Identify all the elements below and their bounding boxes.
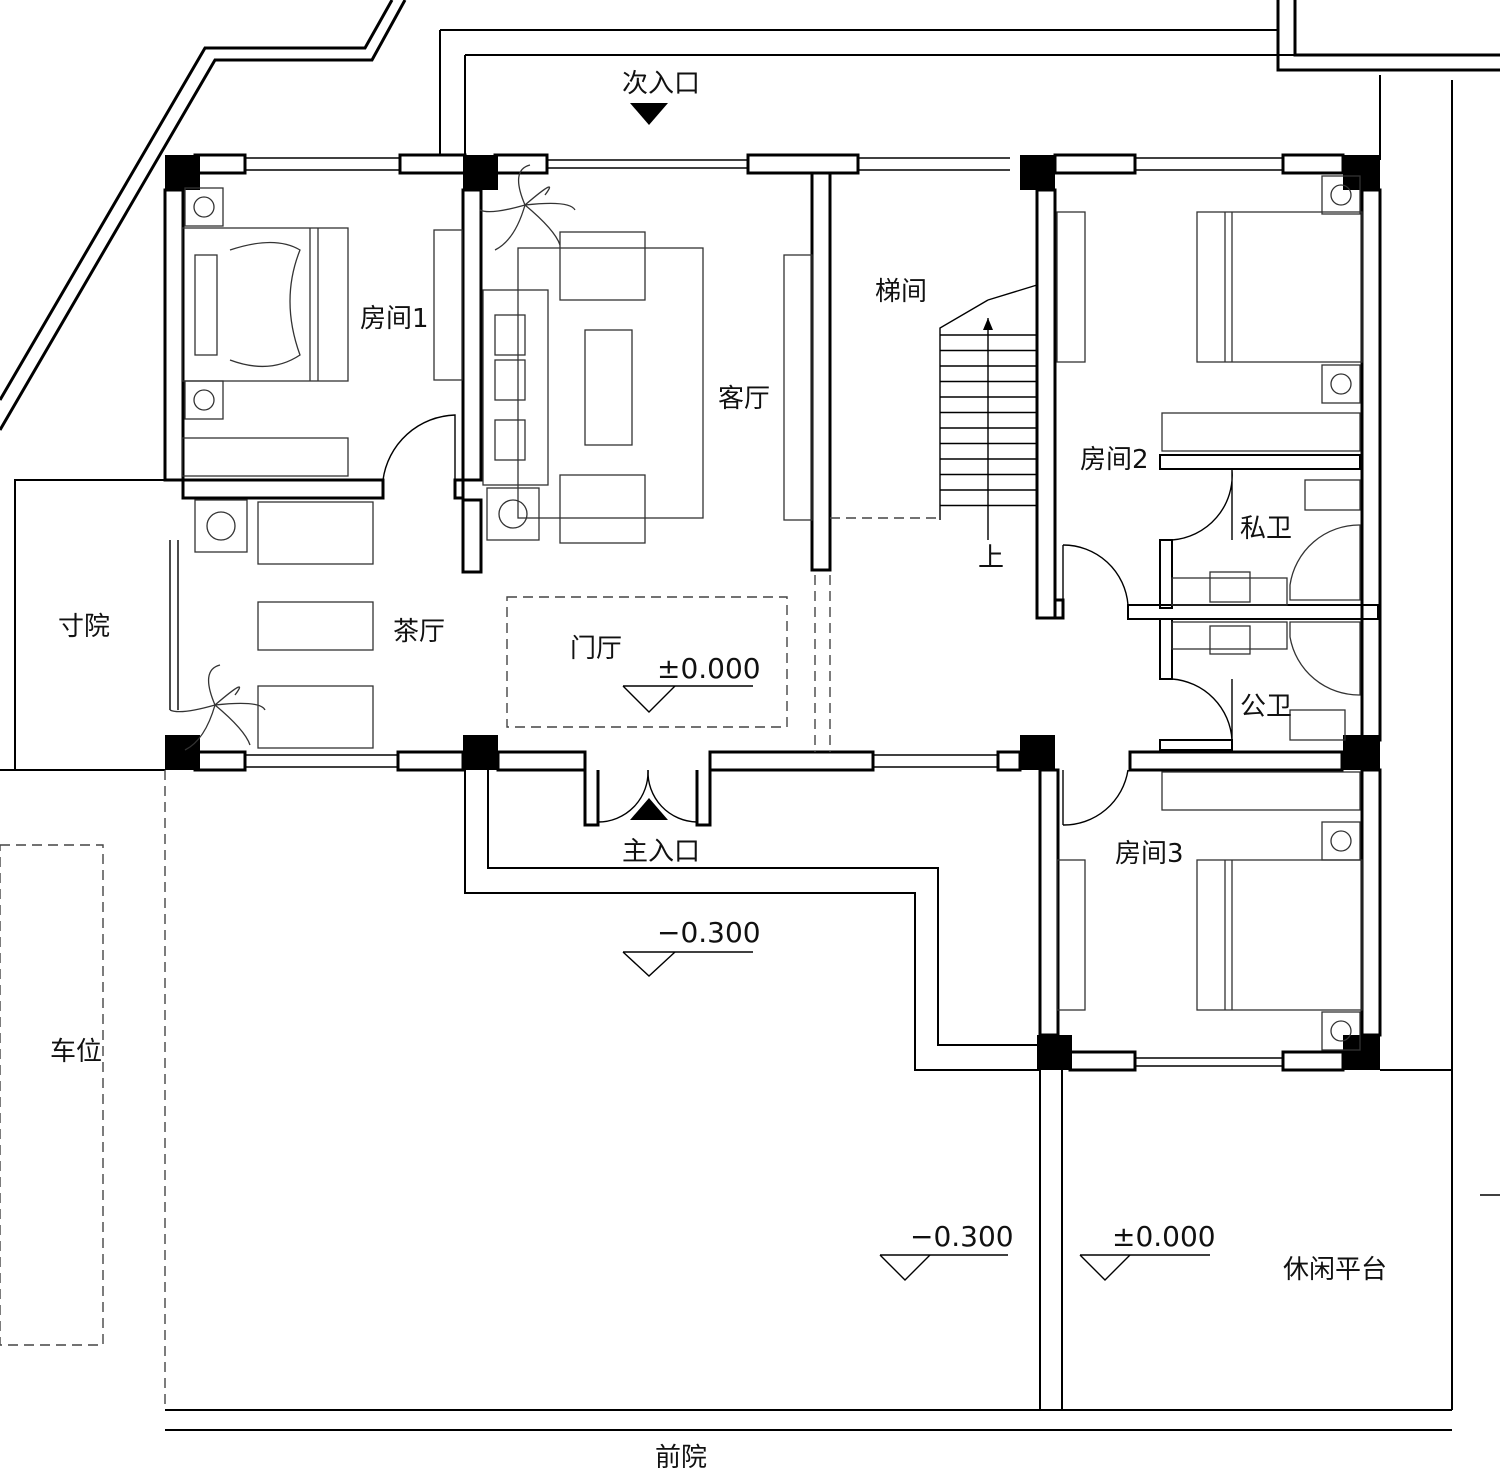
label-foyer: 门厅 <box>570 634 622 664</box>
label-leisure: 休闲平台 <box>1283 1255 1387 1285</box>
furniture <box>169 164 1363 1051</box>
level-markers <box>622 685 1210 1281</box>
label-public-bath: 公卫 <box>1240 692 1292 722</box>
label-small-yard: 寸院 <box>58 612 110 642</box>
label-parking: 车位 <box>50 1037 102 1067</box>
doors <box>382 414 1233 826</box>
label-living: 客厅 <box>718 384 770 414</box>
level-yard-b: −0.300 <box>910 1220 1014 1253</box>
labels: 房间1 客厅 梯间 房间2 私卫 公卫 茶厅 门厅 上 寸院 车位 房间3 休闲… <box>50 69 1387 1473</box>
secondary-entrance-arrow-icon <box>630 103 668 125</box>
label-front-yard: 前院 <box>655 1443 707 1473</box>
level-yard-a: −0.300 <box>657 916 761 949</box>
entrance-markers <box>630 103 668 820</box>
label-stair-up: 上 <box>978 543 1004 573</box>
level-platform: ±0.000 <box>1112 1220 1216 1253</box>
label-room1: 房间1 <box>360 304 429 334</box>
entrance-path <box>464 770 1040 1071</box>
label-main-entrance: 主入口 <box>622 837 700 867</box>
site-boundary <box>0 0 1500 1431</box>
label-secondary-entrance: 次入口 <box>622 69 700 99</box>
columns <box>165 155 1380 1070</box>
label-room2: 房间2 <box>1080 445 1149 475</box>
interior-walls <box>181 171 1379 1037</box>
label-room3: 房间3 <box>1115 839 1184 869</box>
staircase <box>939 284 1038 540</box>
plant-icon <box>479 164 576 251</box>
label-private-bath: 私卫 <box>1240 514 1292 544</box>
level-foyer: ±0.000 <box>657 652 761 685</box>
exterior-walls <box>163 153 1382 1072</box>
plant-icon <box>169 664 266 751</box>
main-entrance-arrow-icon <box>630 798 668 820</box>
label-tea: 茶厅 <box>393 617 445 647</box>
label-stair: 梯间 <box>875 277 927 307</box>
